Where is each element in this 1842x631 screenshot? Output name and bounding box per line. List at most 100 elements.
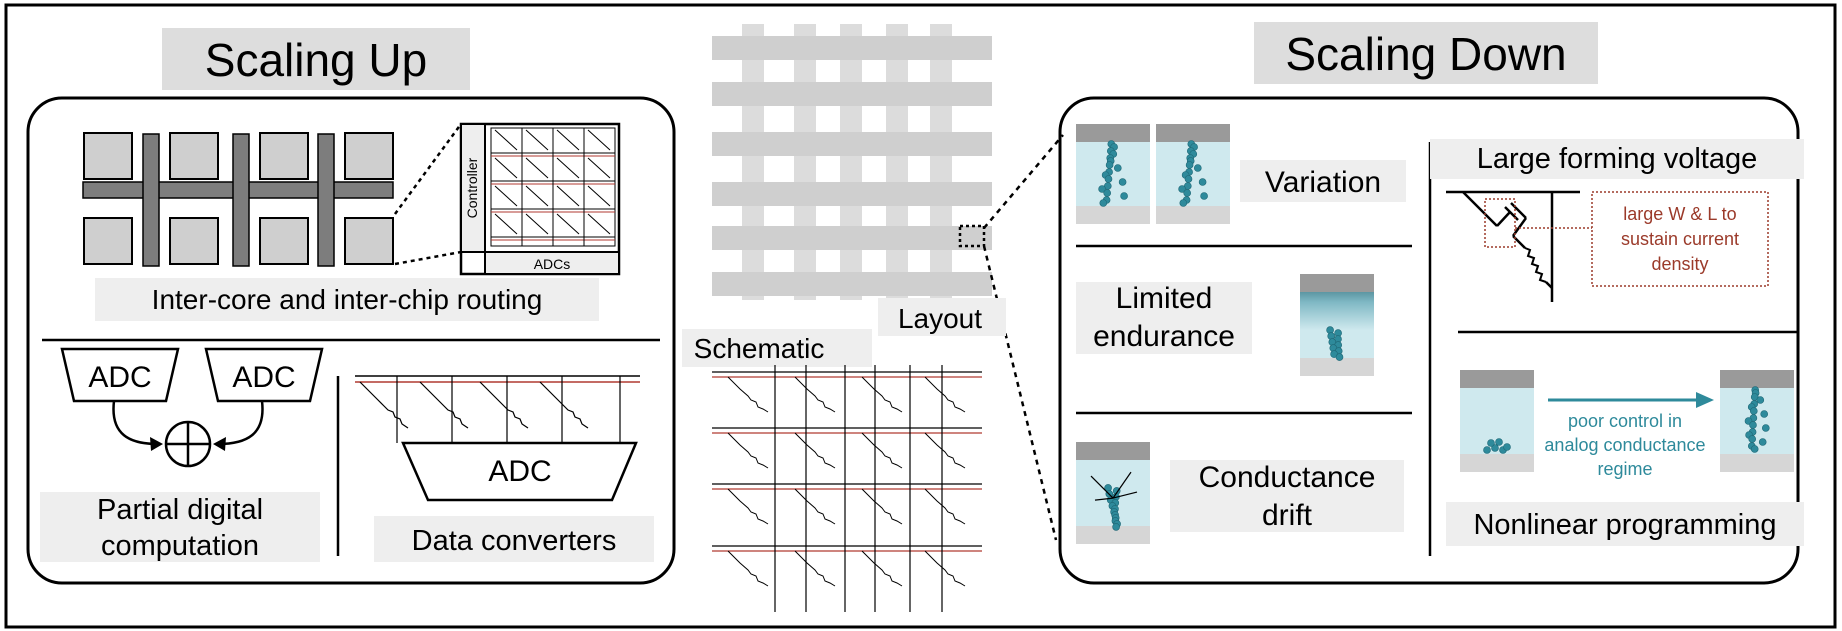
- cell-device: [525, 129, 549, 151]
- filament-atom: [1491, 444, 1499, 452]
- drift-device: [1076, 442, 1150, 544]
- filament-atom: [1760, 410, 1768, 418]
- drift-arrow: [1090, 475, 1114, 499]
- layout-row: [712, 82, 992, 106]
- drift-arrow: [1112, 471, 1132, 499]
- bottom-electrode: [1076, 526, 1150, 544]
- cell-device: [727, 488, 769, 525]
- endurance-label-line2: endurance: [1093, 320, 1235, 353]
- filament-atom: [1179, 199, 1188, 207]
- filament-atom: [1750, 407, 1758, 415]
- cell-device: [924, 550, 966, 587]
- filament-atom: [1184, 175, 1193, 183]
- cell-device: [479, 381, 529, 429]
- scaling-up-panel: Scaling Up Control: [26, 28, 676, 585]
- cell-device: [794, 432, 836, 469]
- endurance-label-bg: [1076, 282, 1252, 354]
- partial-caption-line2: computation: [101, 530, 259, 562]
- adc-trapezoid: [204, 347, 324, 403]
- partial-digital-diagram: ADC ADC: [60, 347, 324, 468]
- data-converter-diagram: ADC: [355, 375, 640, 502]
- adc-label: ADC: [488, 455, 551, 488]
- scaling-down-box: [1058, 96, 1800, 585]
- layout-column: [930, 24, 952, 300]
- crossbar-layout: [712, 24, 992, 300]
- bottom-electrode: [1460, 454, 1534, 472]
- cell-device: [861, 488, 903, 525]
- forming-note-line1: large W & L to: [1623, 204, 1736, 224]
- filament-atom: [1120, 192, 1128, 200]
- cell-device: [794, 550, 836, 587]
- variation-label: Variation: [1265, 166, 1381, 199]
- filament-atom: [1483, 446, 1491, 454]
- drift-arrow: [1112, 491, 1138, 499]
- routing-chip-array: [82, 132, 394, 267]
- filament-atom: [1756, 396, 1765, 404]
- filament-atom: [1099, 199, 1108, 207]
- forming-note-line3: density: [1651, 254, 1708, 274]
- cell-device: [861, 550, 903, 587]
- variation-devices: [1076, 124, 1230, 224]
- layout-label: Layout: [898, 303, 982, 334]
- drift-arrow: [1094, 497, 1114, 501]
- routing-caption-bg: [95, 278, 599, 321]
- filament-atom: [1758, 438, 1767, 446]
- zoom-line: [982, 245, 1058, 541]
- top-electrode: [1076, 442, 1150, 460]
- filament-atom: [1103, 189, 1111, 197]
- cell-device: [587, 213, 611, 235]
- bottom-electrode: [1720, 454, 1794, 472]
- partial-caption-bg: [40, 492, 320, 562]
- filament-atom: [1183, 189, 1191, 197]
- scaling-up-box: [26, 96, 676, 585]
- scaling-down-title-bg: [1254, 22, 1598, 84]
- rram-device: [1300, 274, 1374, 376]
- cell-device: [525, 157, 549, 179]
- zoom-line: [394, 250, 462, 266]
- cell-device: [587, 157, 611, 179]
- filament-atom: [1118, 178, 1127, 186]
- cell-device: [861, 376, 903, 413]
- filament-atom: [1178, 185, 1186, 193]
- zoom-box: [958, 224, 986, 248]
- layout-column: [886, 24, 908, 300]
- layout-row: [712, 182, 992, 206]
- crossbar-schematic: [712, 365, 982, 612]
- layout-column: [794, 24, 816, 300]
- bottom-electrode: [1300, 358, 1374, 376]
- filament-atom: [1194, 164, 1202, 172]
- adc-label: ADC: [232, 361, 295, 394]
- arrow-note-line3: regime: [1597, 459, 1652, 479]
- filament-atom: [1749, 421, 1757, 429]
- filament-atom: [1104, 175, 1113, 183]
- drift-label-line1: Conductance: [1199, 461, 1376, 494]
- filament-atom: [1495, 438, 1503, 446]
- cell-device: [556, 213, 580, 235]
- forming-title-bg: [1430, 139, 1804, 179]
- filament-atom: [1762, 424, 1770, 432]
- endurance-label-line1: Limited: [1116, 282, 1213, 315]
- drift-label-bg: [1170, 460, 1404, 532]
- schematic-label-bg: [682, 329, 872, 367]
- cell-device: [727, 376, 769, 413]
- cell-device: [924, 376, 966, 413]
- scaling-up-title: Scaling Up: [205, 34, 427, 86]
- cell-device: [587, 129, 611, 151]
- zoom-line: [983, 134, 1064, 229]
- cell-device: [924, 488, 966, 525]
- data-converters-caption: Data converters: [412, 525, 617, 557]
- adc-label: ADC: [88, 361, 151, 394]
- cell-device: [539, 381, 589, 429]
- top-electrode: [1156, 124, 1230, 142]
- filament-atom: [1112, 523, 1120, 531]
- controller-label: Controller: [464, 157, 480, 218]
- variation-label-bg: [1240, 160, 1406, 202]
- layout-label-bg: [878, 298, 1006, 336]
- filament-atom: [1503, 443, 1511, 451]
- bottom-electrode: [1076, 206, 1150, 224]
- forming-note-line2: sustain current: [1621, 229, 1739, 249]
- rram-device: [1076, 124, 1150, 224]
- scaling-down-title: Scaling Down: [1285, 28, 1566, 80]
- arrow-note-line1: poor control in: [1568, 411, 1682, 431]
- bottom-electrode: [1156, 206, 1230, 224]
